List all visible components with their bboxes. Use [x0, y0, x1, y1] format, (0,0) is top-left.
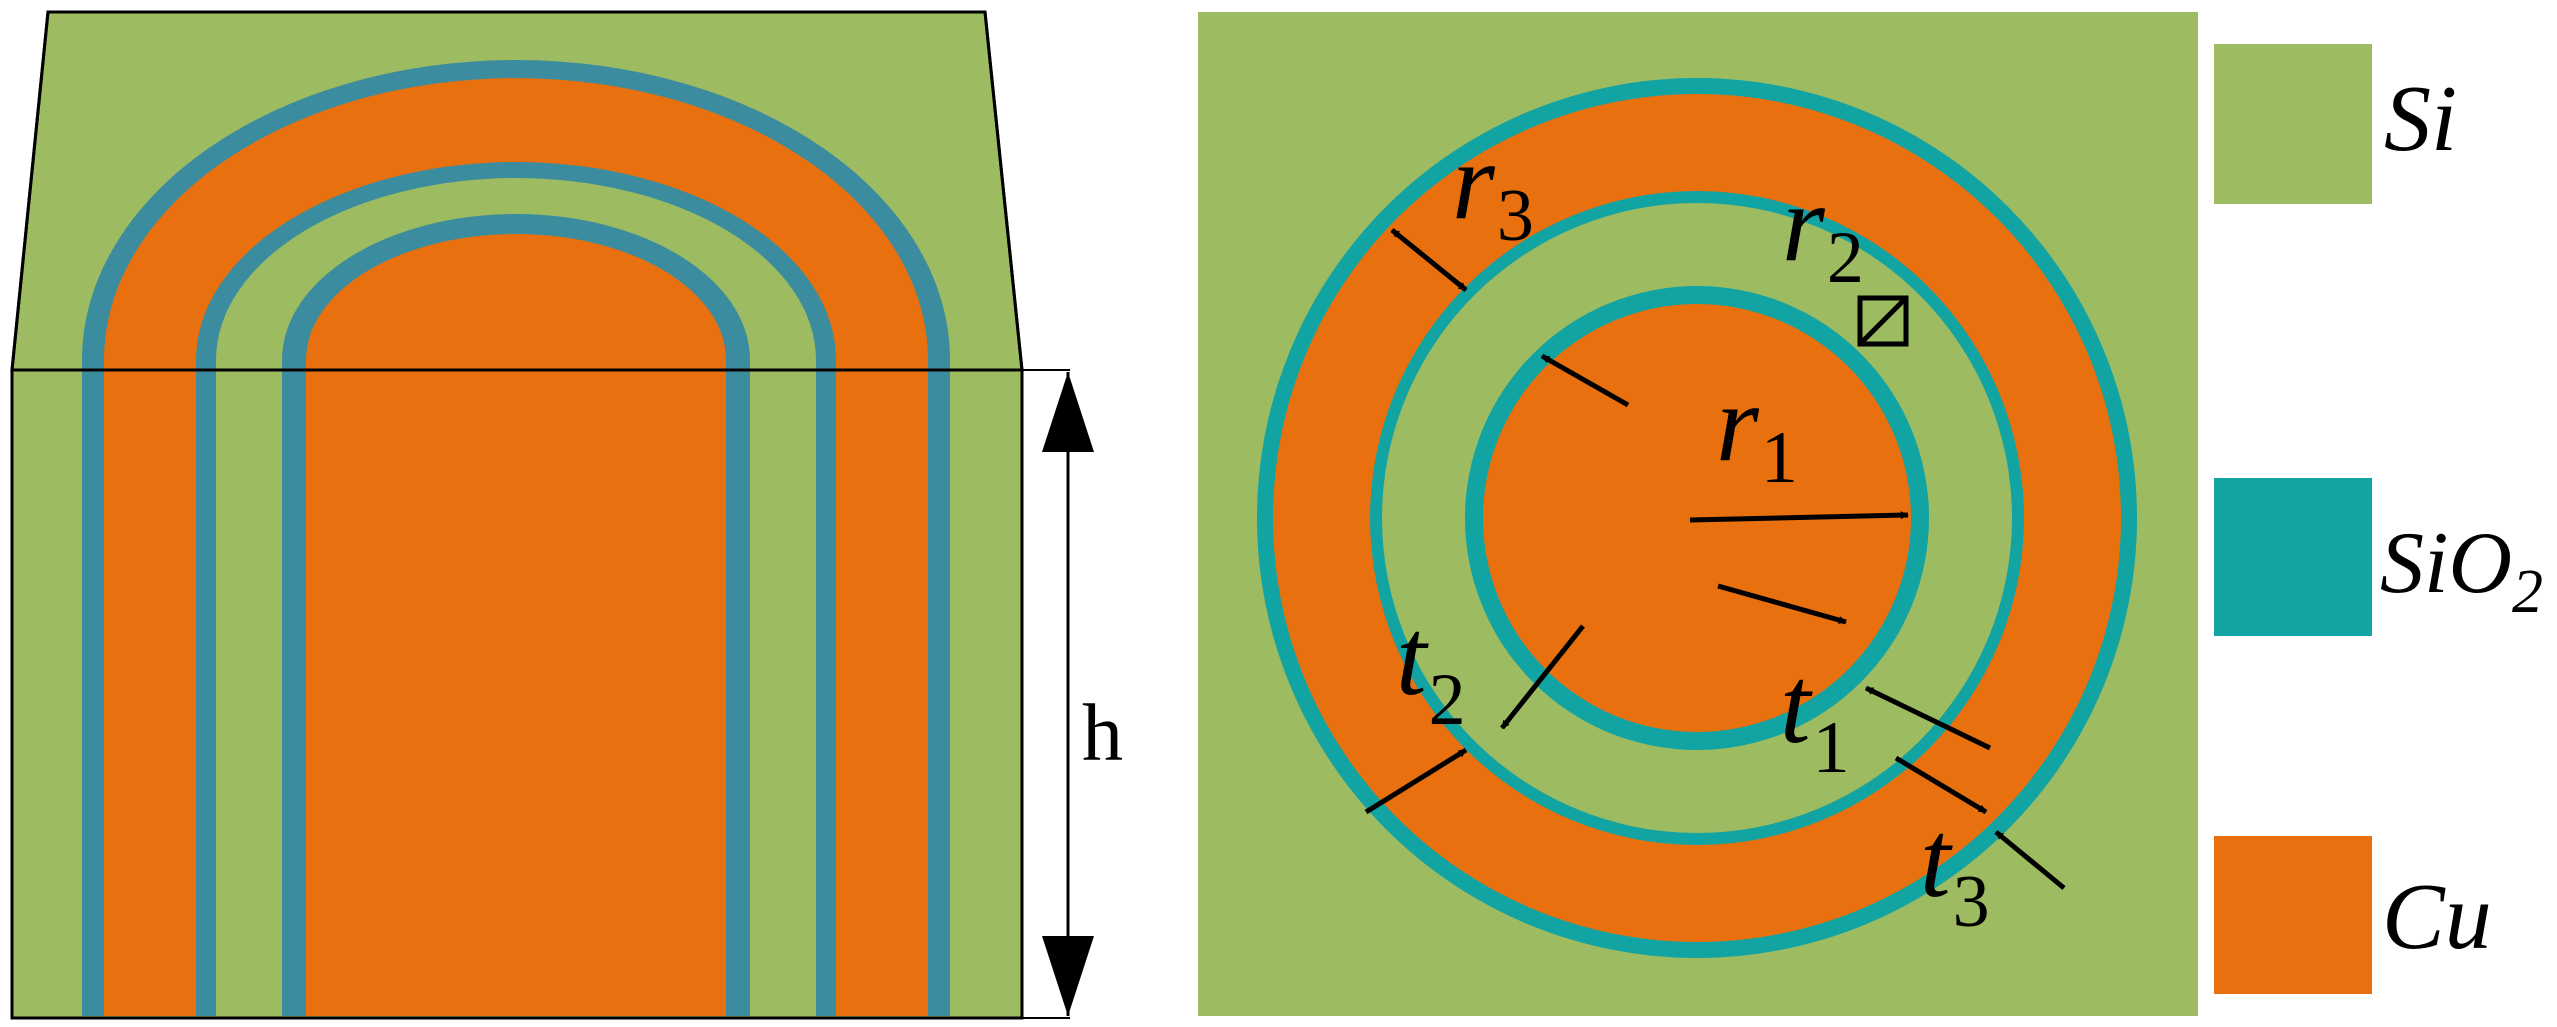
t1-label: t1 — [1780, 644, 1850, 789]
side-view: h — [10, 10, 1123, 1020]
legend: Si SiO2 Cu — [2214, 44, 2543, 994]
strip-cu-core — [306, 370, 726, 1016]
top-face-rings — [82, 60, 950, 370]
height-arrow-up — [1042, 372, 1094, 452]
r1-arrow — [1689, 511, 1909, 523]
r3-arrow — [1390, 228, 1468, 292]
t3-arrow-outer — [1994, 830, 2066, 890]
strip-sio2-middle-left — [196, 370, 216, 1016]
front-face-outline — [10, 368, 1024, 1020]
strip-sio2-outer-left — [82, 370, 104, 1016]
strip-sio2-inner-right — [726, 370, 750, 1016]
front-face-strips — [82, 370, 950, 1016]
legend-swatch-si — [2214, 44, 2372, 204]
legend-label-si: Si — [2384, 67, 2457, 171]
legend-label-cu: Cu — [2382, 865, 2492, 969]
strip-cu-outer-right — [836, 370, 928, 1016]
top-view: r1 r2 r3 t1 t2 t3 — [1198, 12, 2198, 1016]
strip-sio2-outer-right — [928, 370, 950, 1016]
r1-label: r1 — [1716, 362, 1798, 499]
legend-item-sio2: SiO2 — [2214, 478, 2543, 636]
strip-sio2-inner-left — [282, 370, 306, 1016]
r2-square-marker — [1857, 295, 1909, 347]
t2-arrow-outer — [1364, 747, 1468, 815]
legend-item-cu: Cu — [2214, 836, 2492, 994]
dimension-arrows — [1364, 228, 2066, 890]
legend-swatch-cu — [2214, 836, 2372, 994]
height-label: h — [1082, 687, 1123, 778]
r2-pointer-arrow — [1540, 353, 1630, 408]
strip-cu-outer-left — [104, 370, 196, 1016]
legend-label-sio2: SiO2 — [2380, 515, 2543, 626]
r2-square — [1857, 295, 1909, 347]
strip-sio2-middle-right — [816, 370, 836, 1016]
legend-item-si: Si — [2214, 44, 2457, 204]
height-arrow-down — [1042, 936, 1094, 1016]
height-dimension: h — [1022, 369, 1123, 1019]
t1-arrow-inner — [1717, 583, 1847, 625]
t3-arrow-inner — [1894, 755, 1988, 815]
r2-label: r2 — [1782, 162, 1864, 299]
t1-arrow-outer — [1864, 685, 1992, 751]
t2-label: t2 — [1396, 596, 1466, 741]
legend-swatch-sio2 — [2214, 478, 2372, 636]
r3-label: r3 — [1452, 120, 1534, 257]
dimension-labels: r1 r2 r3 t1 t2 t3 — [1396, 120, 1990, 943]
t2-arrow-inner — [1500, 624, 1585, 730]
t3-label: t3 — [1920, 798, 1990, 943]
inner-cu-arch — [306, 234, 726, 370]
r2-square-diagonal — [1860, 298, 1906, 344]
